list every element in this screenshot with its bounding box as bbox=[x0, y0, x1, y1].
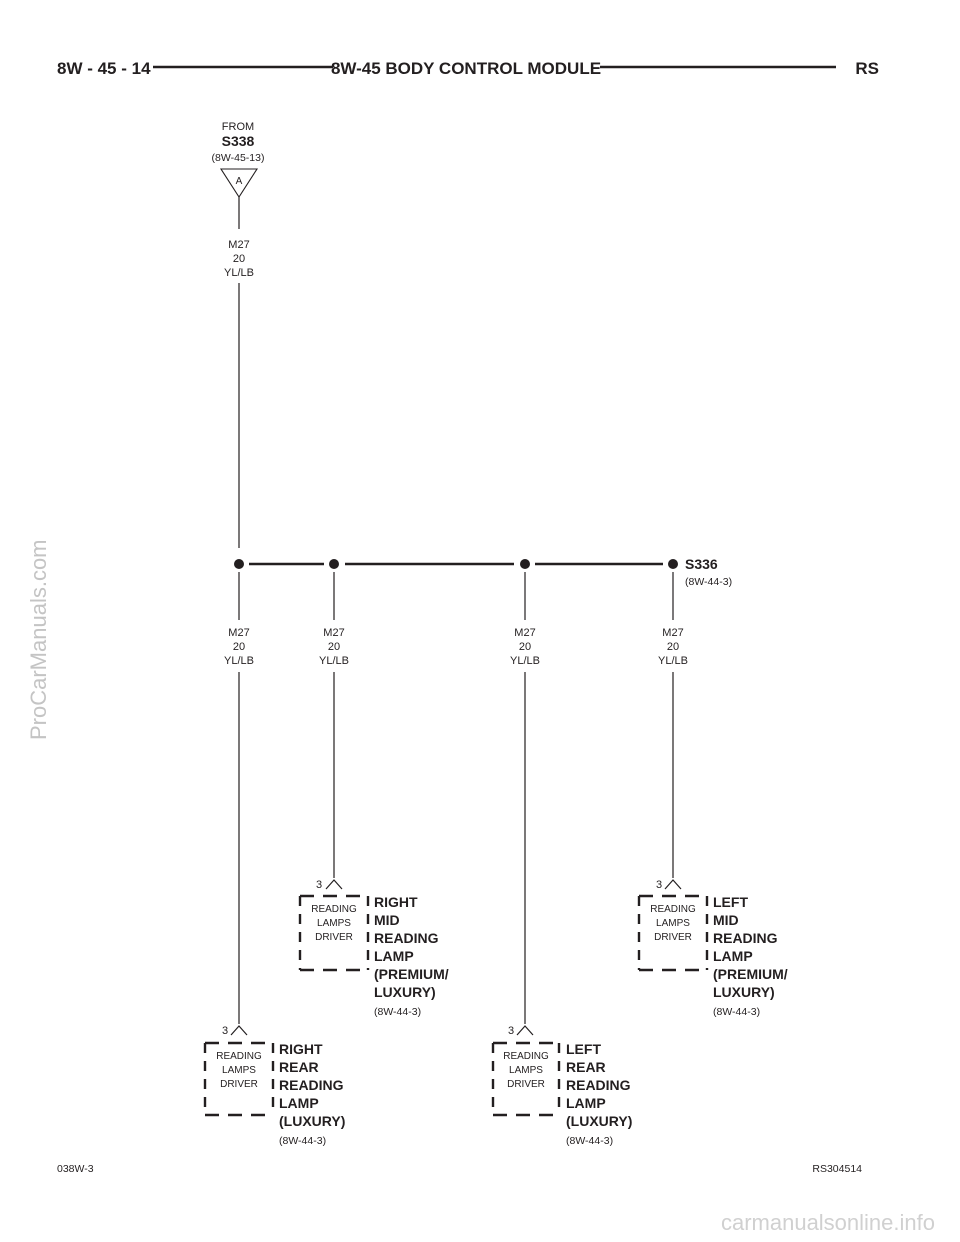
source-s338: FROM S338 (8W-45-13) A M27 20 YL/LB bbox=[212, 121, 265, 548]
splice-node-2 bbox=[329, 559, 339, 569]
component-name-line-2: REAR bbox=[279, 1059, 319, 1075]
box-label-line-2: LAMPS bbox=[317, 918, 351, 929]
component-name-line-1: LEFT bbox=[713, 894, 748, 910]
pin-chevron-icon bbox=[230, 1025, 248, 1036]
branch-1-circuit: M27 bbox=[228, 627, 249, 639]
component-name-line-3: READING bbox=[713, 930, 778, 946]
box-label-line-3: DRIVER bbox=[507, 1079, 545, 1090]
side-watermark: ProCarManuals.com bbox=[26, 539, 51, 740]
splice-s338-label: S338 bbox=[222, 133, 255, 149]
drawing-number: RS304514 bbox=[812, 1163, 862, 1175]
figure-id: 038W-3 bbox=[57, 1163, 94, 1175]
component-ref: (8W-44-3) bbox=[374, 1006, 421, 1018]
component-ref: (8W-44-3) bbox=[713, 1006, 760, 1018]
box-label-line-1: READING bbox=[311, 904, 357, 915]
component-name-line-5: (PREMIUM/ bbox=[713, 966, 788, 982]
connector-letter: A bbox=[236, 176, 243, 187]
component-name-line-6: LUXURY) bbox=[713, 984, 775, 1000]
component-name-line-5: (LUXURY) bbox=[279, 1113, 345, 1129]
page-header: 8W - 45 - 14 8W-45 BODY CONTROL MODULE R… bbox=[57, 59, 879, 78]
box-label-line-2: LAMPS bbox=[222, 1065, 256, 1076]
branch-4-color: YL/LB bbox=[658, 655, 688, 667]
component-name-line-2: MID bbox=[374, 912, 400, 928]
component-name-line-3: READING bbox=[279, 1077, 344, 1093]
component-name-line-2: MID bbox=[713, 912, 739, 928]
pin-number: 3 bbox=[656, 879, 662, 891]
branch-2-color: YL/LB bbox=[319, 655, 349, 667]
box-label-line-3: DRIVER bbox=[220, 1079, 258, 1090]
branch-wire-2: M27 20 YL/LB bbox=[319, 572, 349, 878]
source-wire-circuit: M27 bbox=[228, 239, 249, 251]
splice-bus: S336 (8W-44-3) bbox=[234, 556, 732, 588]
component-left-rear-reading-lamp: 3 READING LAMPS DRIVER LEFT REAR READING… bbox=[491, 1025, 632, 1147]
pin-number: 3 bbox=[222, 1025, 228, 1037]
branch-3-color: YL/LB bbox=[510, 655, 540, 667]
splice-s338-ref: (8W-45-13) bbox=[212, 152, 265, 164]
pin-chevron-icon bbox=[516, 1025, 534, 1036]
component-right-rear-reading-lamp: 3 READING LAMPS DRIVER RIGHT REAR READIN… bbox=[203, 1025, 345, 1147]
component-name-line-4: LAMP bbox=[713, 948, 753, 964]
pin-chevron-icon bbox=[325, 879, 343, 890]
box-label-line-3: DRIVER bbox=[315, 932, 353, 943]
branch-1-gauge: 20 bbox=[233, 641, 245, 653]
box-label-line-2: LAMPS bbox=[509, 1065, 543, 1076]
connector-triangle-icon bbox=[219, 168, 259, 199]
from-label: FROM bbox=[222, 121, 254, 133]
component-ref: (8W-44-3) bbox=[279, 1135, 326, 1147]
component-name-line-5: (LUXURY) bbox=[566, 1113, 632, 1129]
branch-2-gauge: 20 bbox=[328, 641, 340, 653]
component-name-line-3: READING bbox=[374, 930, 439, 946]
component-name-line-1: LEFT bbox=[566, 1041, 601, 1057]
pin-number: 3 bbox=[508, 1025, 514, 1037]
pin-number: 3 bbox=[316, 879, 322, 891]
component-name-line-4: LAMP bbox=[279, 1095, 319, 1111]
component-ref: (8W-44-3) bbox=[566, 1135, 613, 1147]
box-label-line-1: READING bbox=[650, 904, 696, 915]
component-left-mid-reading-lamp: 3 READING LAMPS DRIVER LEFT MID READING … bbox=[637, 879, 788, 1018]
bottom-watermark: carmanualsonline.info bbox=[721, 1210, 935, 1235]
box-label-line-1: READING bbox=[503, 1051, 549, 1062]
component-name-line-5: (PREMIUM/ bbox=[374, 966, 449, 982]
box-label-line-1: READING bbox=[216, 1051, 262, 1062]
page-number: 8W - 45 - 14 bbox=[57, 59, 151, 78]
component-name-line-4: LAMP bbox=[566, 1095, 606, 1111]
source-wire-gauge: 20 bbox=[233, 253, 245, 265]
branch-1-color: YL/LB bbox=[224, 655, 254, 667]
source-wire-color: YL/LB bbox=[224, 267, 254, 279]
box-label-line-3: DRIVER bbox=[654, 932, 692, 943]
splice-node-1 bbox=[234, 559, 244, 569]
component-name-line-6: LUXURY) bbox=[374, 984, 436, 1000]
component-name-line-2: REAR bbox=[566, 1059, 606, 1075]
pin-chevron-icon bbox=[664, 879, 682, 890]
splice-s336-ref: (8W-44-3) bbox=[685, 576, 732, 588]
splice-node-4 bbox=[668, 559, 678, 569]
branch-3-circuit: M27 bbox=[514, 627, 535, 639]
branch-wire-1: M27 20 YL/LB bbox=[224, 572, 254, 1024]
component-right-mid-reading-lamp: 3 READING LAMPS DRIVER RIGHT MID READING… bbox=[298, 879, 449, 1018]
branch-wire-3: M27 20 YL/LB bbox=[510, 572, 540, 1024]
branch-4-gauge: 20 bbox=[667, 641, 679, 653]
splice-node-3 bbox=[520, 559, 530, 569]
page-title: 8W-45 BODY CONTROL MODULE bbox=[331, 59, 601, 78]
branch-2-circuit: M27 bbox=[323, 627, 344, 639]
box-label-line-2: LAMPS bbox=[656, 918, 690, 929]
component-name-line-1: RIGHT bbox=[279, 1041, 323, 1057]
branch-3-gauge: 20 bbox=[519, 641, 531, 653]
component-name-line-1: RIGHT bbox=[374, 894, 418, 910]
branch-wire-4: M27 20 YL/LB bbox=[658, 572, 688, 878]
model-code: RS bbox=[855, 59, 879, 78]
component-name-line-4: LAMP bbox=[374, 948, 414, 964]
branch-4-circuit: M27 bbox=[662, 627, 683, 639]
page-footer: 038W-3 RS304514 bbox=[57, 1163, 862, 1175]
splice-s336-label: S336 bbox=[685, 556, 718, 572]
component-name-line-3: READING bbox=[566, 1077, 631, 1093]
